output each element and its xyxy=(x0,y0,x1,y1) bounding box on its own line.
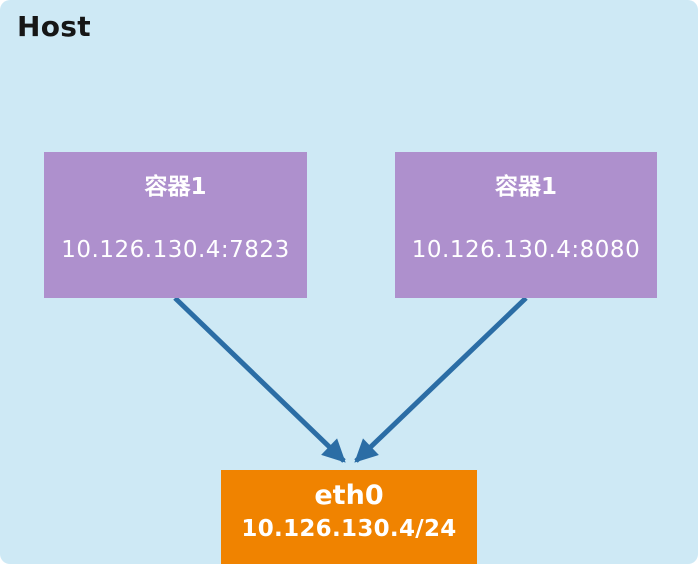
arrow-container1-to-eth0 xyxy=(173,296,346,463)
eth0-node: eth0 10.126.130.4/24 xyxy=(221,470,477,564)
eth0-title: eth0 xyxy=(314,480,384,511)
container-1-title: 容器1 xyxy=(144,174,207,200)
container-node-2: 容器1 10.126.130.4:8080 xyxy=(395,152,657,298)
host-label: Host xyxy=(17,10,91,43)
container-2-title: 容器1 xyxy=(494,174,557,200)
arrow-container2-to-eth0 xyxy=(354,296,528,463)
container-1-address: 10.126.130.4:7823 xyxy=(61,237,290,263)
container-2-address: 10.126.130.4:8080 xyxy=(411,237,641,263)
eth0-address: 10.126.130.4/24 xyxy=(241,516,457,542)
container-node-1: 容器1 10.126.130.4:7823 xyxy=(44,152,307,298)
